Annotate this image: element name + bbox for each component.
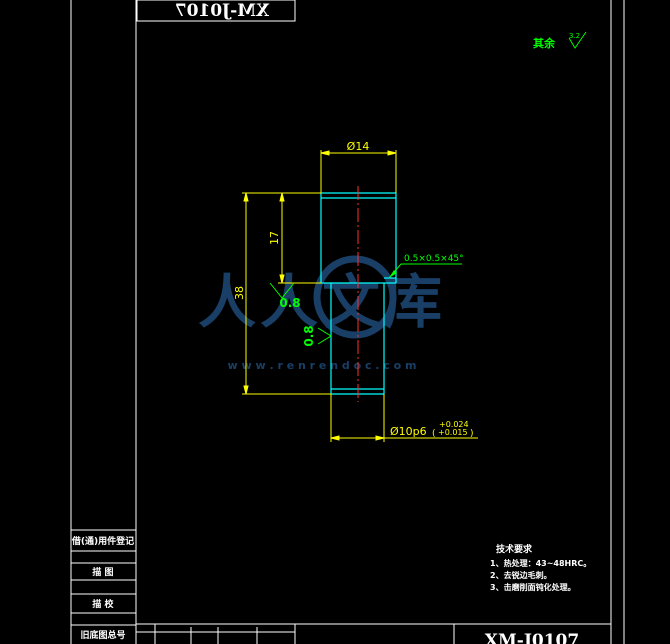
surface-rest-value: 3.2	[569, 32, 580, 40]
roughness-shaft-value: 0.8	[302, 325, 316, 346]
bottom-code: XM-J0107	[485, 631, 579, 644]
dimension-texts: Ø14 38 17 Ø10p6 +0.024 ( +0.015 )	[233, 140, 474, 439]
roughness-symbol-rest	[568, 31, 587, 49]
side-row-trace: 描 图	[92, 566, 113, 578]
chamfer-callout: 0.5×0.5×45°	[388, 254, 464, 279]
dim-chamfer: 0.5×0.5×45°	[404, 254, 464, 264]
side-row-borrow: 借(通)用件登记	[71, 535, 134, 547]
dim-tol-upper: +0.024	[439, 420, 469, 429]
watermark-text: 人人文库	[198, 268, 446, 336]
roughness-shoulder-value: 0.8	[279, 296, 300, 310]
dim-total-length: 38	[233, 286, 246, 300]
dim-shaft-fit: Ø10p6	[390, 425, 427, 438]
dim-outer-diameter: Ø14	[347, 140, 370, 153]
side-table	[71, 529, 136, 626]
dim-tol-lower-paren-open: (	[432, 429, 436, 439]
watermark: 人人文库 w w w . r e n r e n d o c . c o m	[198, 255, 446, 372]
side-row-check: 描 校	[92, 598, 114, 610]
dimension-lines	[242, 150, 478, 442]
tech-item-2: 2、去锐边毛刺。	[490, 570, 552, 580]
roughness-shoulder: 0.8	[269, 282, 301, 310]
tech-requirements: 技术要求 1、热处理：43~48HRC。 2、去锐边毛刺。 3、击磨削面钝化处理…	[490, 543, 591, 592]
surface-rest-label: 其余	[533, 36, 556, 50]
side-row-oldno: 旧底图总号	[80, 629, 125, 641]
tech-item-1: 1、热处理：43~48HRC。	[490, 558, 591, 568]
tech-title: 技术要求	[496, 543, 533, 555]
side-table-labels: 借(通)用件登记 描 图 描 校 旧底图总号	[71, 535, 134, 641]
top-code-box: XM-J0107	[136, 0, 296, 22]
top-code-mirrored: XM-J0107	[175, 1, 269, 21]
drawing-frame	[70, 0, 625, 644]
dim-tol-lower-paren-close: )	[470, 429, 474, 439]
roughness-shaft: 0.8	[302, 325, 332, 347]
dim-head-length: 17	[268, 231, 281, 245]
watermark-url: w w w . r e n r e n d o c . c o m	[227, 359, 416, 372]
tech-item-3: 3、击磨削面钝化处理。	[490, 582, 576, 592]
surface-rest-note: 其余 3.2	[533, 31, 587, 50]
watermark-ring	[313, 255, 397, 339]
dim-tol-lower: +0.015	[438, 428, 468, 437]
